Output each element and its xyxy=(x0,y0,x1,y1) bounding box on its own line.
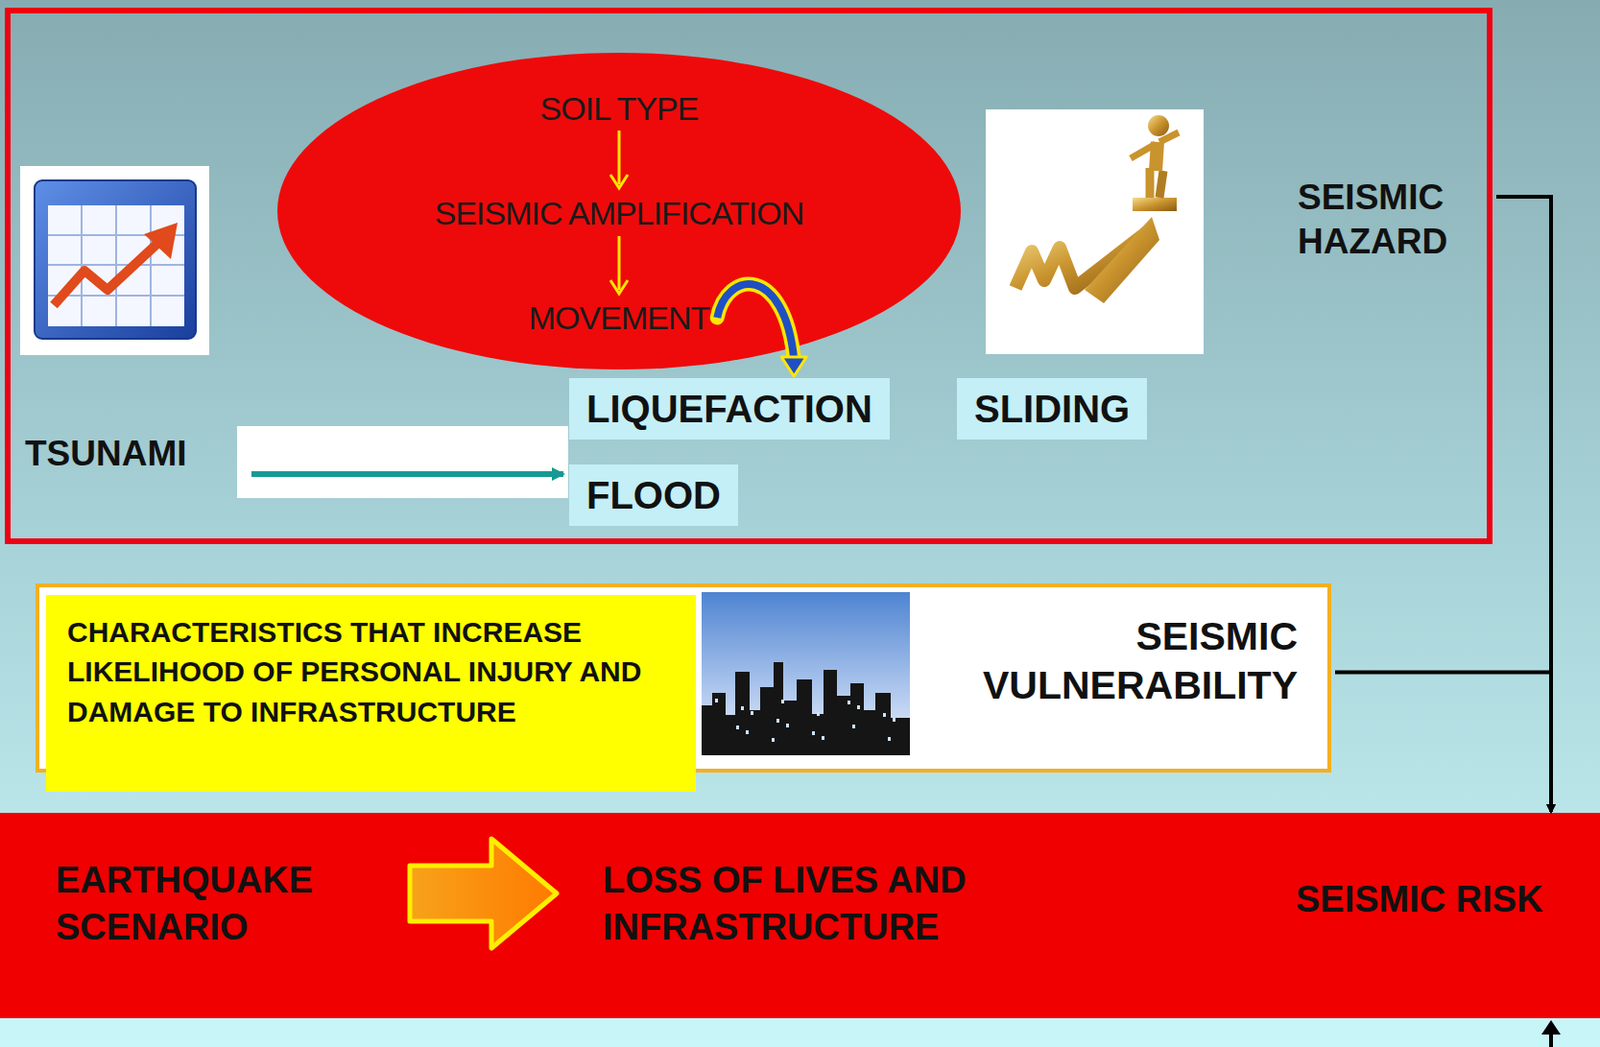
node-text: EARTHQUAKE SCENARIO xyxy=(55,857,383,953)
risk-band: EARTHQUAKE SCENARIO LOSS OF LIVES AND INF… xyxy=(0,812,1600,1019)
process-block-arrow xyxy=(409,838,557,949)
node-text: LOSS OF LIVES AND INFRASTRUCTURE xyxy=(602,857,1064,953)
connector-line xyxy=(1335,672,1552,812)
effect-box: FLOOD xyxy=(569,464,739,526)
text-slot: SEISMIC VULNERABILITY xyxy=(902,612,1298,712)
gold-figure-icon xyxy=(985,109,1204,355)
city-icon xyxy=(701,592,910,756)
effect-box: SLIDING xyxy=(956,378,1147,440)
curved-arrow xyxy=(716,284,794,359)
node-text: LIQUEFACTION xyxy=(586,385,873,432)
node-text: SEISMIC VULNERABILITY xyxy=(902,612,1298,712)
vulnerability-panel: SEISMIC VULNERABILITY CHARACTERISTICS THA… xyxy=(35,583,1332,773)
text-slot: SEISMIC HAZARD xyxy=(1297,175,1481,265)
text-slot: SOIL TYPE xyxy=(277,89,961,129)
ellipse-flow-arrows xyxy=(610,130,628,294)
text-slot: SEISMIC RISK xyxy=(1295,876,1584,924)
node-text: SEISMIC HAZARD xyxy=(1297,175,1481,265)
node-text: SEISMIC AMPLIFICATION xyxy=(277,193,961,234)
curved-arrow-outline xyxy=(716,284,794,359)
ellipse-node: SOIL TYPE SEISMIC AMPLIFICATION MOVEMENT xyxy=(277,52,961,370)
node-text: SLIDING xyxy=(974,385,1130,432)
node-text: TSUNAMI xyxy=(24,432,188,476)
connector-line xyxy=(1496,196,1552,812)
effect-box: LIQUEFACTION xyxy=(569,378,890,440)
incoming-risk-arrow xyxy=(1541,1020,1561,1047)
tsunami-label: TSUNAMI xyxy=(21,427,192,481)
text-slot: LOSS OF LIVES AND INFRASTRUCTURE xyxy=(602,857,1064,953)
node-text: SOIL TYPE xyxy=(277,89,961,129)
text-slot: MOVEMENT xyxy=(277,298,961,338)
chart-icon xyxy=(20,166,210,356)
hazard-region: SEISMIC HAZARD SOIL TYPE SEISMIC AMPLIFICA… xyxy=(4,7,1493,545)
node-text: CHARACTERISTICS THAT INCREASE LIKELIHOOD… xyxy=(67,612,677,732)
tsunami-arrow-panel xyxy=(237,426,569,499)
node-text: SEISMIC RISK xyxy=(1295,876,1584,924)
note-box: CHARACTERISTICS THAT INCREASE LIKELIHOOD… xyxy=(46,595,696,792)
tsunami-arrow xyxy=(251,471,564,478)
node-text: MOVEMENT xyxy=(277,298,961,338)
text-slot: EARTHQUAKE SCENARIO xyxy=(55,857,383,953)
arrow-head xyxy=(781,357,807,377)
node-text: FLOOD xyxy=(586,472,721,519)
text-slot: SEISMIC AMPLIFICATION xyxy=(277,193,961,234)
